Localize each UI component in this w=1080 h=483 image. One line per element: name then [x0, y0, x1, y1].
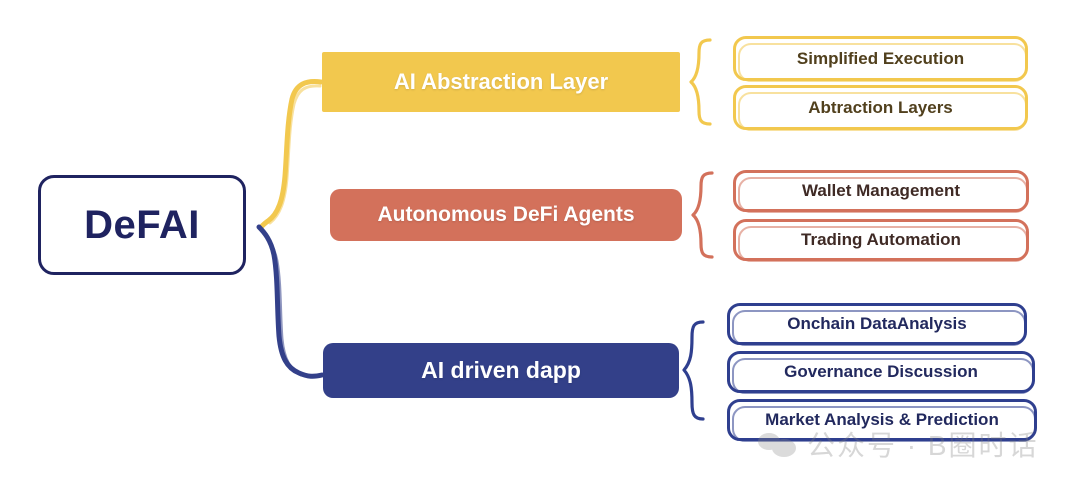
branch-label: Autonomous DeFi Agents: [377, 203, 635, 226]
leaf-onchain-dataanalysis[interactable]: Onchain DataAnalysis: [727, 303, 1027, 346]
leaf-simplified-execution[interactable]: Simplified Execution: [733, 36, 1028, 82]
watermark: 公众号 · B圈时话: [758, 424, 1039, 464]
leaf-label: Market Analysis & Prediction: [765, 410, 999, 429]
leaf-label: Simplified Execution: [796, 48, 965, 68]
brace-red: [691, 171, 714, 259]
leaf-trading-automation[interactable]: Trading Automation: [733, 219, 1029, 262]
leaf-wallet-management[interactable]: Wallet Management: [733, 170, 1029, 213]
leaf-label: Wallet Management: [801, 181, 961, 200]
brace-yellow: [689, 38, 712, 126]
branch-label: AI Abstraction Layer: [393, 69, 609, 94]
branch-ai-abstraction-layer[interactable]: AI Abstraction Layer: [322, 52, 680, 112]
branch-autonomous-defi-agents[interactable]: Autonomous DeFi Agents: [330, 189, 682, 241]
leaf-label: Onchain DataAnalysis: [787, 314, 967, 333]
branch-ai-driven-dapp[interactable]: AI driven dapp: [323, 343, 679, 398]
leaf-label: Abtraction Layers: [808, 97, 953, 117]
leaf-abtraction-layers[interactable]: Abtraction Layers: [733, 85, 1028, 131]
connector-blue: [256, 224, 325, 379]
connector-yellow: [258, 79, 324, 230]
watermark-text: 公众号 · B圈时话: [807, 430, 1039, 461]
root-node-defai[interactable]: DeFAI: [38, 175, 246, 275]
leaf-market-analysis-prediction[interactable]: Market Analysis & Prediction: [727, 399, 1037, 442]
branch-label: AI driven dapp: [421, 357, 581, 383]
leaf-label: Trading Automation: [801, 230, 961, 249]
brace-blue: [682, 320, 705, 421]
root-node-label: DeFAI: [84, 203, 200, 247]
chat-bubbles-icon: [758, 431, 798, 457]
leaf-label: Governance Discussion: [784, 362, 978, 381]
leaf-governance-discussion[interactable]: Governance Discussion: [727, 351, 1035, 394]
